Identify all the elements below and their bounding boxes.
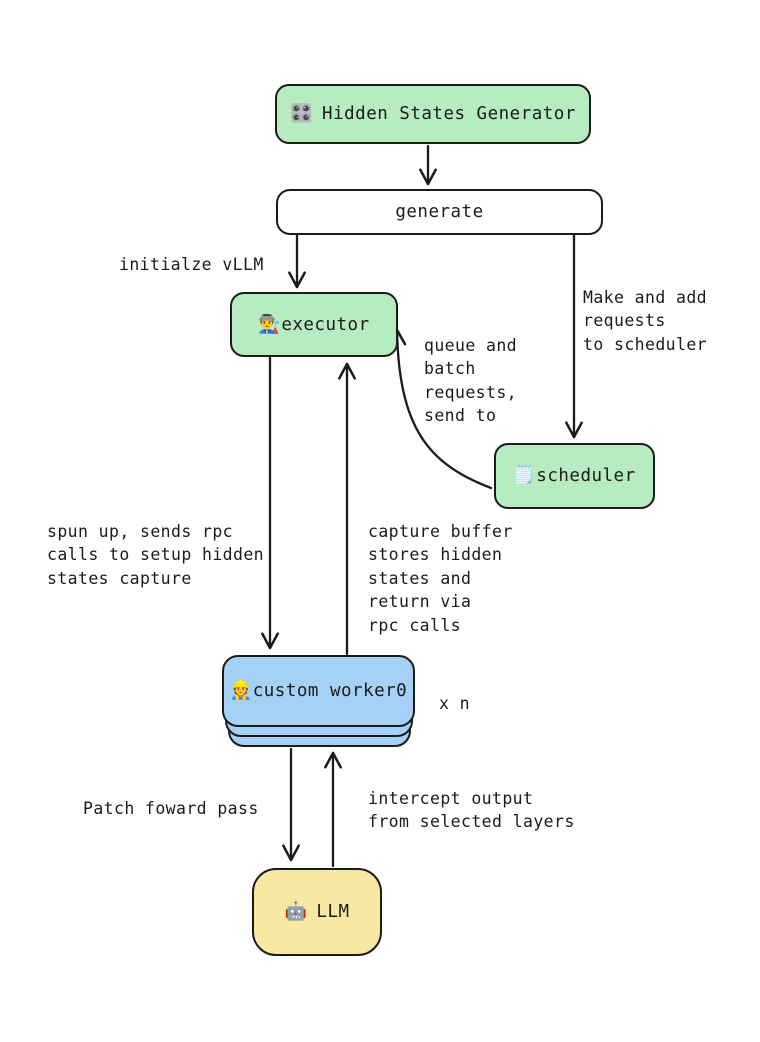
label-patch-forward: Patch foward pass xyxy=(83,799,259,818)
node-label: generate xyxy=(395,202,484,222)
control-knobs-icon: 🎛️ xyxy=(290,103,314,124)
label-intercept: intercept output from selected layers xyxy=(368,789,575,832)
label-capture-buffer: capture buffer stores hidden states and … xyxy=(368,522,513,635)
node-executor: 👨‍🏭 executor xyxy=(230,292,398,357)
label-queue-batch: queue and batch requests, send to xyxy=(424,336,518,426)
factory-worker-icon: 👨‍🏭 xyxy=(258,313,282,335)
node-hidden-states-generator: 🎛️ Hidden States Generator xyxy=(275,84,591,144)
node-custom-worker: 👷 custom worker0 xyxy=(222,655,415,727)
label-spun-up: spun up, sends rpc calls to setup hidden… xyxy=(47,522,265,588)
node-label: LLM xyxy=(316,902,350,922)
node-label: scheduler xyxy=(536,466,636,486)
node-llm: 🤖 LLM xyxy=(252,868,382,956)
node-label: custom worker0 xyxy=(252,681,408,701)
label-make-requests: Make and add requests to scheduler xyxy=(583,288,708,354)
node-label: executor xyxy=(281,314,370,335)
node-scheduler: 🗒️ scheduler xyxy=(494,443,655,509)
robot-icon: 🤖 xyxy=(284,901,308,922)
label-initialize-vllm: initialze vLLM xyxy=(119,255,264,274)
node-label: Hidden States Generator xyxy=(322,104,576,124)
spiral-notepad-icon: 🗒️ xyxy=(513,465,537,486)
node-generate: generate xyxy=(276,189,603,235)
construction-worker-icon: 👷 xyxy=(229,680,253,701)
label-times-n: x n xyxy=(439,694,471,713)
